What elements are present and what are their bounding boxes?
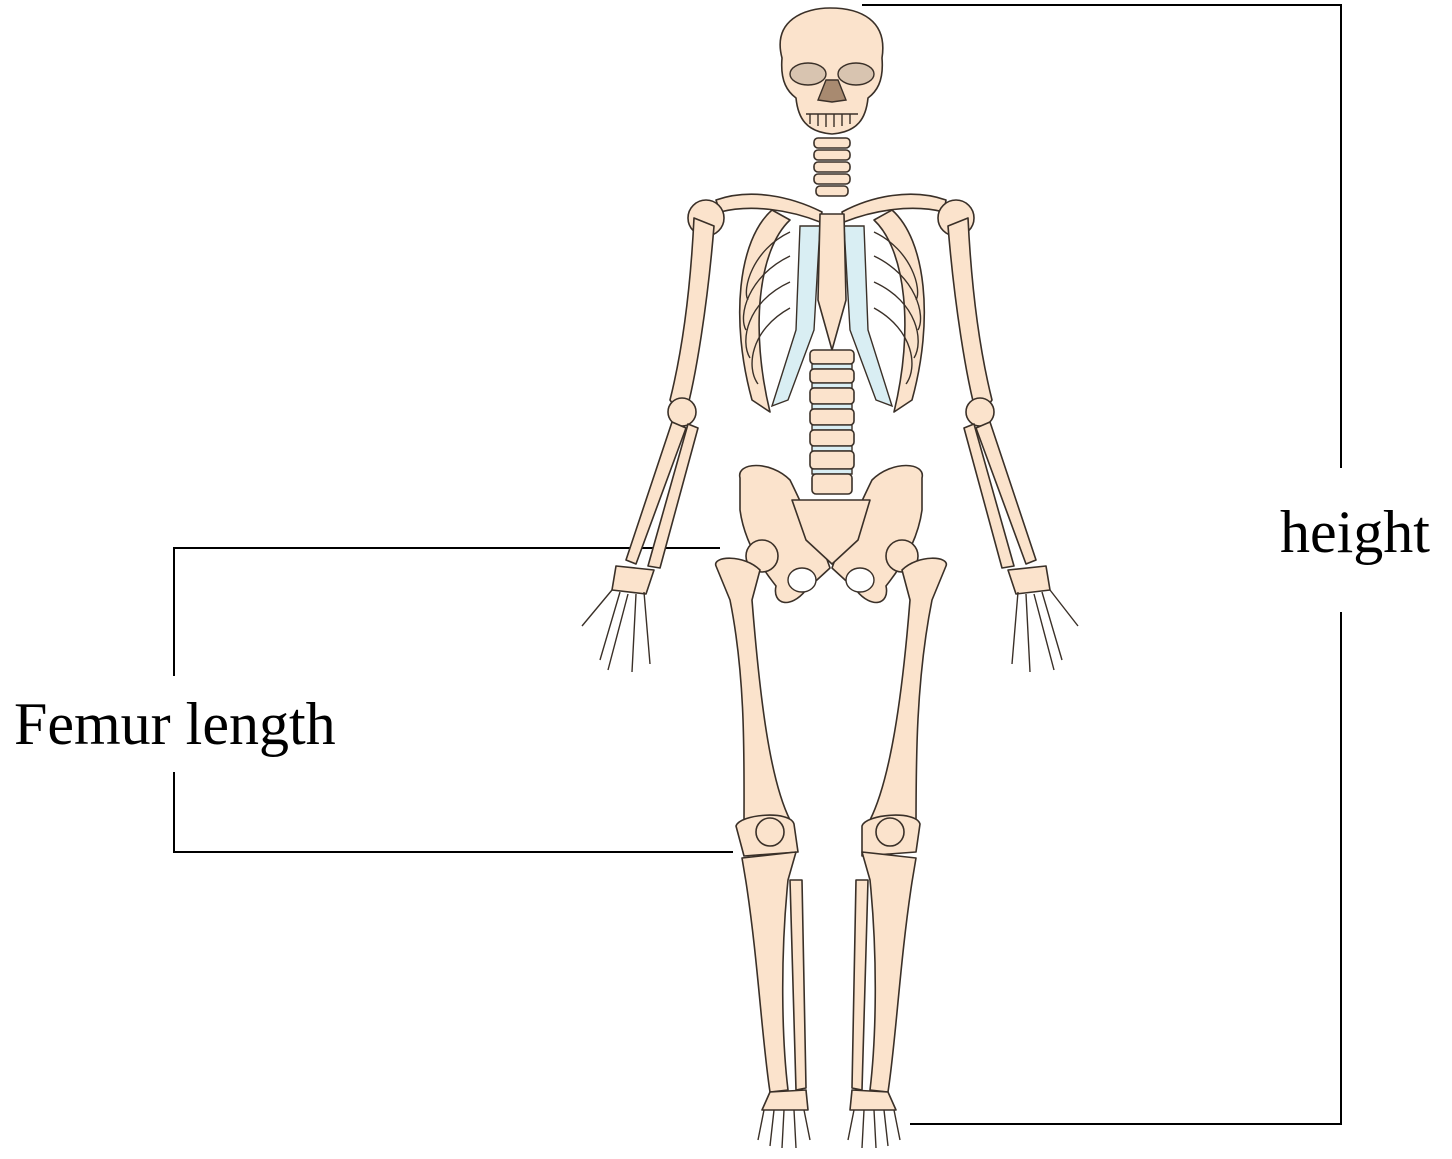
right-arm	[948, 218, 1078, 672]
femur-bracket-bottom	[174, 772, 733, 852]
height-bracket-top	[862, 5, 1341, 468]
height-bracket-bottom	[910, 612, 1341, 1124]
left-arm	[582, 218, 714, 672]
lumbar-spine	[810, 350, 854, 494]
height-label: height	[1280, 502, 1430, 562]
skeleton-figure	[582, 8, 1078, 1148]
femur-bracket-top	[174, 548, 720, 676]
right-leg	[848, 540, 946, 1148]
left-leg	[716, 540, 810, 1148]
cervical-spine	[814, 138, 850, 196]
skull	[780, 8, 883, 134]
femur-length-label: Femur length	[14, 694, 336, 754]
